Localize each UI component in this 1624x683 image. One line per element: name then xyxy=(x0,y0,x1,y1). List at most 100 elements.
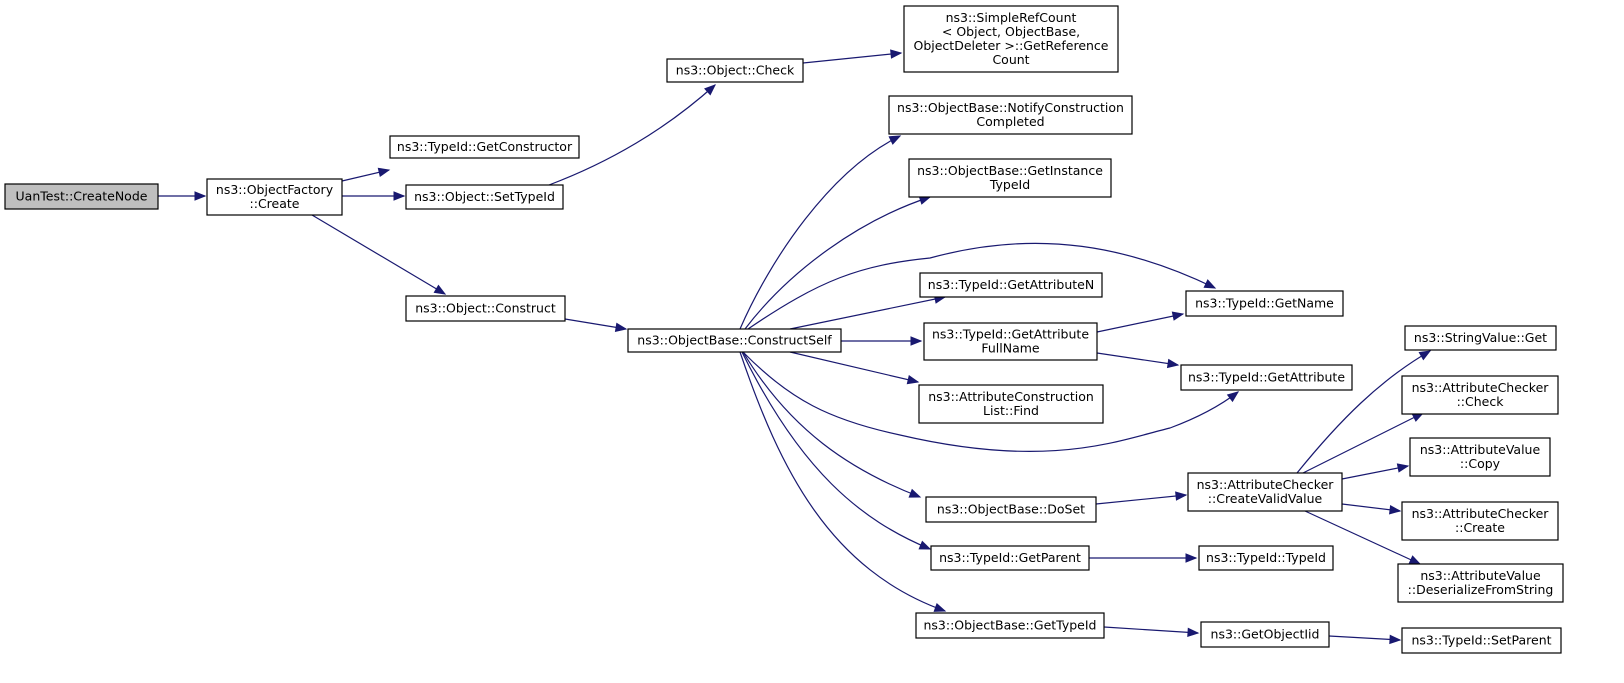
arrow-head-icon xyxy=(1185,553,1198,563)
edge-line xyxy=(1296,350,1431,474)
graph-node[interactable]: ns3::ObjectBase::ConstructSelf xyxy=(627,328,842,353)
edge-n7-to-n10 xyxy=(747,242,1217,330)
edge-n16-to-n20 xyxy=(1341,503,1402,515)
node-box xyxy=(1409,437,1551,477)
node-label: ::DeserializeFromString xyxy=(1408,582,1554,597)
node-box xyxy=(1401,501,1559,541)
graph-node[interactable]: ns3::Object::SetTypeId xyxy=(405,184,564,210)
node-box xyxy=(918,384,1104,424)
edge-line xyxy=(1302,412,1424,474)
node-box xyxy=(915,612,1105,639)
graph-node[interactable]: ns3::TypeId::GetAttributeN xyxy=(919,272,1103,298)
node-label: ::Create xyxy=(250,196,300,211)
edge-n24-to-n25 xyxy=(1103,626,1200,638)
edge-n7-to-n8 xyxy=(739,135,902,330)
arrow-head-icon xyxy=(908,488,922,498)
node-box xyxy=(903,5,1119,73)
graph-node[interactable]: ns3::TypeId::GetConstructor xyxy=(389,135,580,159)
edge-n1-to-n2 xyxy=(341,167,391,182)
node-label: < Object, ObjectBase, xyxy=(942,24,1080,39)
edge-line xyxy=(1328,635,1401,641)
graph-node[interactable]: ns3::GetObjectIid xyxy=(1200,621,1330,648)
node-label: TypeId xyxy=(989,177,1030,192)
edge-line xyxy=(548,84,716,186)
arrow-head-icon xyxy=(1175,491,1188,501)
node-label: ns3::Object::Check xyxy=(676,63,795,78)
node-box xyxy=(405,184,564,210)
root-node[interactable]: UanTest::CreateNode xyxy=(4,183,159,210)
arrow-head-icon xyxy=(1418,350,1432,361)
graph-node[interactable]: ns3::TypeId::GetAttribute xyxy=(1180,364,1353,391)
node-label: ns3::AttributeChecker xyxy=(1197,477,1335,492)
node-label: ns3::SimpleRefCount xyxy=(946,10,1077,25)
graph-node[interactable]: ns3::AttributeValue::DeserializeFromStri… xyxy=(1397,563,1564,603)
node-box xyxy=(930,545,1090,571)
edge-n1-to-n4 xyxy=(311,214,447,295)
graph-node[interactable]: ns3::AttributeValue::Copy xyxy=(1409,437,1551,477)
node-box xyxy=(4,183,159,210)
arrow-head-icon xyxy=(1389,505,1402,515)
node-label: ns3::ObjectBase::NotifyConstruction xyxy=(897,100,1124,115)
node-label: ns3::TypeId::GetAttribute xyxy=(932,327,1089,342)
node-box xyxy=(888,95,1133,135)
graph-node[interactable]: ns3::Object::Construct xyxy=(405,295,566,322)
edge-line xyxy=(742,351,921,498)
nodes-layer: UanTest::CreateNode ns3::ObjectFactory::C… xyxy=(4,5,1564,654)
graph-node[interactable]: ns3::TypeId::SetParent xyxy=(1401,627,1562,654)
node-box xyxy=(1404,325,1557,351)
node-box xyxy=(919,272,1103,298)
arrow-head-icon xyxy=(1389,634,1402,645)
edge-line xyxy=(747,242,1216,330)
node-label: ns3::AttributeChecker xyxy=(1412,380,1550,395)
arrow-head-icon xyxy=(918,540,932,550)
edge-line xyxy=(1096,313,1184,333)
edge-n7-to-n11 xyxy=(789,294,947,330)
edge-n4-to-n7 xyxy=(564,318,628,332)
node-label: ::Check xyxy=(1457,394,1505,409)
node-box xyxy=(1401,375,1559,415)
graph-node[interactable]: ns3::ObjectFactory::Create xyxy=(206,178,343,216)
node-label: ns3::ObjectBase::GetInstance xyxy=(917,163,1103,178)
node-label: ns3::ObjectBase::DoSet xyxy=(937,502,1085,517)
node-box xyxy=(389,135,580,159)
graph-node[interactable]: ns3::Object::Check xyxy=(666,58,804,83)
edge-line xyxy=(739,351,946,612)
graph-node[interactable]: ns3::AttributeChecker::Create xyxy=(1401,501,1559,541)
node-label: ns3::ObjectBase::GetTypeId xyxy=(924,618,1097,633)
node-label: UanTest::CreateNode xyxy=(16,189,148,204)
node-label: ns3::ObjectFactory xyxy=(216,182,334,197)
node-box xyxy=(925,496,1097,523)
node-box xyxy=(1198,545,1334,571)
node-label: List::Find xyxy=(983,403,1039,418)
edge-line xyxy=(744,196,931,330)
node-box xyxy=(1180,364,1353,391)
arrow-head-icon xyxy=(910,336,923,346)
graph-node[interactable]: ns3::ObjectBase::DoSet xyxy=(925,496,1097,523)
node-label: ns3::GetObjectIid xyxy=(1211,627,1320,642)
node-box xyxy=(908,158,1112,198)
edge-n12-to-n13 xyxy=(1096,352,1180,369)
node-label: ns3::TypeId::GetName xyxy=(1195,296,1334,311)
graph-node[interactable]: ns3::ObjectBase::NotifyConstructionCompl… xyxy=(888,95,1133,135)
graph-node[interactable]: ns3::TypeId::GetParent xyxy=(930,545,1090,571)
node-label: ns3::AttributeChecker xyxy=(1412,506,1550,521)
graph-node[interactable]: ns3::ObjectBase::GetTypeId xyxy=(915,612,1105,639)
edge-line xyxy=(1103,626,1199,634)
graph-node[interactable]: ns3::SimpleRefCount< Object, ObjectBase,… xyxy=(903,5,1119,73)
edge-n16-to-n18 xyxy=(1302,412,1425,474)
edge-n3-to-n5 xyxy=(548,84,717,186)
edge-line xyxy=(802,52,902,64)
node-label: ns3::AttributeValue xyxy=(1420,442,1541,457)
graph-node[interactable]: ns3::TypeId::GetName xyxy=(1185,290,1344,317)
graph-node[interactable]: ns3::AttributeChecker::Check xyxy=(1401,375,1559,415)
graph-node[interactable]: ns3::StringValue::Get xyxy=(1404,325,1557,351)
edge-line xyxy=(1095,494,1187,505)
arrow-head-icon xyxy=(1396,463,1410,473)
edge-n1-to-n3 xyxy=(342,191,406,201)
edge-n7-to-n12 xyxy=(841,336,923,346)
graph-node[interactable]: ns3::TypeId::TypeId xyxy=(1198,545,1334,571)
graph-node[interactable]: ns3::AttributeChecker::CreateValidValue xyxy=(1187,472,1343,512)
